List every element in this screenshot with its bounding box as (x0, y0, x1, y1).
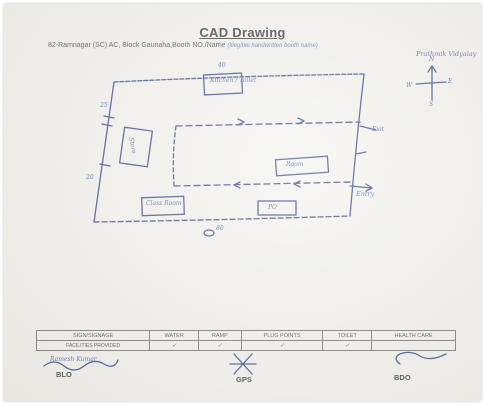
bottom-marker: 80 (216, 225, 224, 232)
room-left (118, 126, 154, 168)
door-left-top (101, 115, 115, 127)
floor-plan-drawing (43, 64, 447, 375)
header-toilet: TOILET (322, 330, 373, 341)
exit-label: Exit (372, 126, 385, 133)
tick-water: ✓ (149, 340, 200, 351)
door-right-mid (355, 151, 367, 155)
document-subtitle: 82-Ramnagar (SC) AC, Block Gaunaha,Booth… (48, 42, 318, 49)
tick-plug-points: ✓ (240, 340, 324, 351)
subtitle-prefix: 82-Ramnagar (SC) AC, Block Gaunaha,Booth… (48, 42, 226, 49)
plan-boundary-right (349, 73, 365, 217)
entry-arrow (349, 183, 374, 192)
compass-ew (415, 81, 447, 85)
top-marker: 40 (218, 62, 226, 69)
header-health-care: HEALTH CARE (371, 330, 456, 341)
room-bottom-left-label: Class Room (146, 200, 182, 207)
room-top (202, 72, 244, 96)
arrow-bottom (233, 180, 301, 189)
room-bottom-left (141, 195, 185, 217)
path-top (175, 121, 361, 127)
room-right-label: Room (286, 161, 304, 168)
bottom-marker-circle (203, 229, 215, 237)
compass-north: N (429, 56, 435, 63)
left-marker-bottom: 20 (86, 174, 94, 181)
entry-label: Entry (356, 190, 375, 198)
left-marker-top: 25 (100, 102, 108, 109)
facility-header-row: SIGN/SIGNAGE WATER RAMP PLUG POINTS TOIL… (35, 330, 456, 341)
document-title: CAD Drawing (199, 25, 286, 40)
gps-signature-stroke (229, 353, 257, 375)
path-bottom (173, 181, 353, 187)
blo-label: BLO (56, 370, 72, 379)
compass-west: W (406, 82, 413, 89)
header-signage: SIGN/SIGNAGE (35, 330, 151, 341)
facility-value-row: FACILITIES PROVIDED ✓ ✓ ✓ ✓ (35, 340, 456, 351)
plan-boundary-bottom (93, 215, 351, 223)
plan-boundary-left (93, 81, 115, 223)
room-right (274, 155, 330, 177)
subtitle-line2: Prathmik Vidyalay (416, 50, 477, 58)
compass-east: E (448, 78, 453, 85)
room-bottom-right (257, 200, 297, 216)
compass-north-arrow (427, 64, 437, 73)
tick-ramp: ✓ (198, 340, 242, 351)
room-top-label: Kitchen / Toilet (210, 77, 257, 84)
subtitle-handwritten: (Illegible handwritten booth name) (227, 43, 318, 49)
document-sheet: CAD Drawing 82-Ramnagar (SC) AC, Block G… (4, 4, 481, 401)
blo-signature: Ramesh Kumar (50, 356, 97, 363)
facility-table: SIGN/SIGNAGE WATER RAMP PLUG POINTS TOIL… (35, 330, 456, 351)
header-ramp: RAMP (198, 330, 242, 341)
plan-boundary-top (113, 73, 365, 83)
header-plug-points: PLUG POINTS (240, 330, 324, 341)
bdo-label: BDO (394, 373, 411, 382)
room-bottom-right-label: PO (268, 204, 277, 211)
blo-signature-stroke (43, 359, 119, 371)
door-left-mid (99, 163, 111, 167)
tick-health-care (371, 340, 456, 351)
compass-south: S (429, 101, 434, 108)
bdo-signature-stroke (395, 351, 447, 365)
row-label: FACILITIES PROVIDED (35, 340, 151, 351)
tick-toilet: ✓ (322, 340, 373, 351)
gps-label: GPS (236, 375, 252, 384)
arrow-top (237, 117, 305, 126)
path-left (172, 125, 177, 187)
header-water: WATER (149, 330, 200, 341)
exit-arrow (359, 125, 377, 131)
